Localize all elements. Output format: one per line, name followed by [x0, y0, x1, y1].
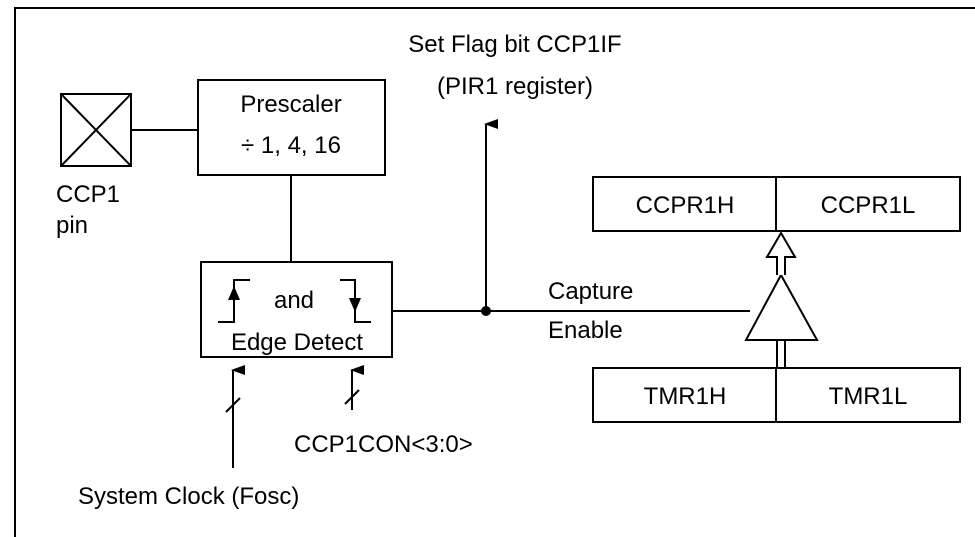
tmr-to-buffer-bus	[776, 340, 786, 368]
tmr1h-label: TMR1H	[644, 383, 727, 410]
tmr1l-label: TMR1L	[829, 383, 908, 410]
ccpr1h-label: CCPR1H	[636, 192, 735, 219]
system-clock-bus-slash	[225, 397, 241, 413]
capture-label-line2: Enable	[548, 317, 623, 344]
prescaler-title: Prescaler	[240, 91, 341, 118]
system-clock-label: System Clock (Fosc)	[78, 483, 299, 510]
buffer-to-ccpr-bus-arrow	[765, 231, 797, 275]
rising-edge-icon	[218, 279, 250, 323]
flag-label-line2: (PIR1 register)	[437, 73, 593, 100]
falling-edge-icon	[340, 279, 371, 323]
capture-label-line1: Capture	[548, 278, 633, 305]
pin-label: pin	[56, 212, 88, 239]
edge-detect-line1: and	[274, 287, 314, 314]
ccp1-pin-label: CCP1	[56, 181, 120, 208]
ccp1con-label: CCP1CON<3:0>	[294, 431, 473, 458]
capture-buffer	[744, 272, 819, 341]
ccp1-pin-symbol	[60, 93, 132, 167]
flag-label-line1: Set Flag bit CCP1IF	[408, 31, 621, 58]
prescaler-values: ÷ 1, 4, 16	[241, 132, 341, 159]
ccp1con-bus-slash	[344, 389, 360, 405]
edge-detect-block	[200, 261, 393, 358]
ccpr1l-label: CCPR1L	[821, 192, 916, 219]
diagram-frame	[14, 7, 975, 537]
edge-detect-line2: Edge Detect	[231, 329, 363, 356]
